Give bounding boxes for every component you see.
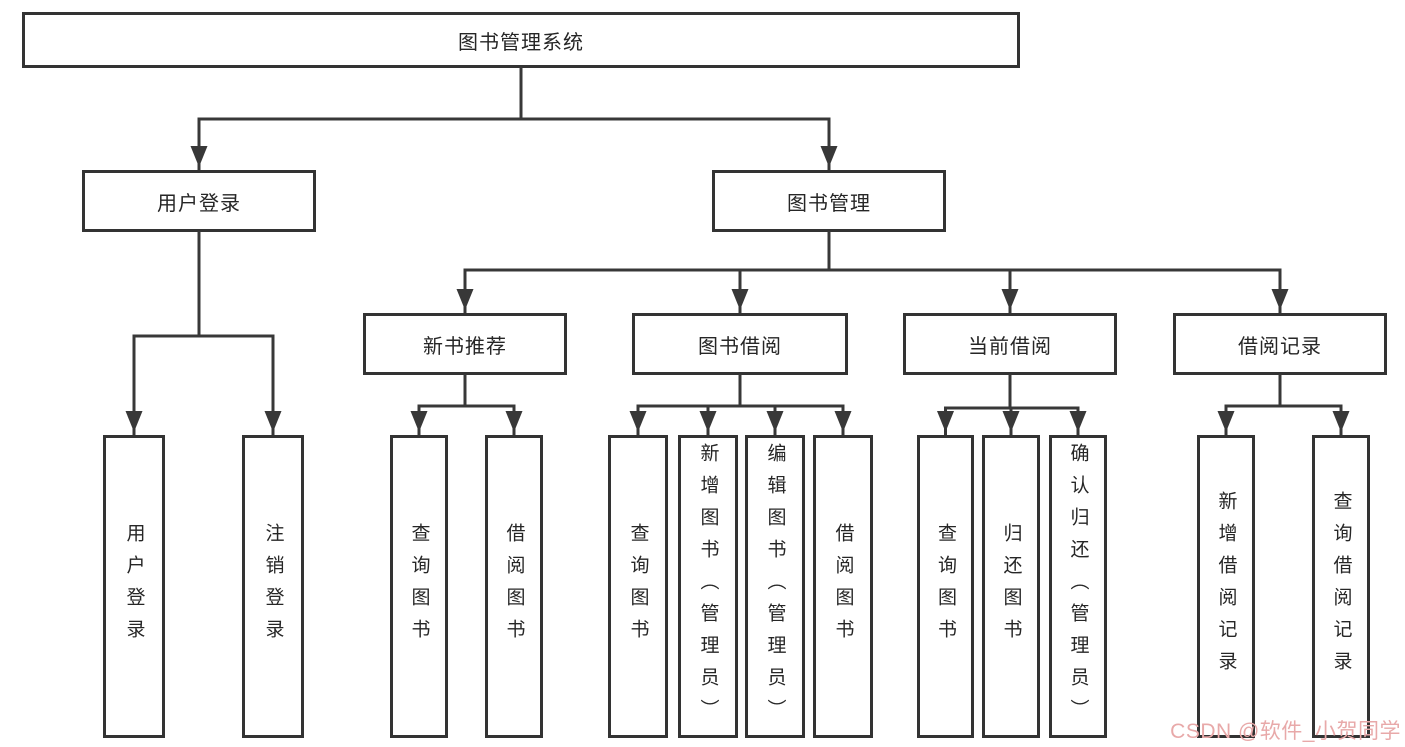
node-leaf-logout: 注销登录	[242, 435, 304, 738]
node-label-new-book-rec: 新书推荐	[423, 335, 507, 358]
node-user-login: 用户登录	[82, 170, 316, 232]
node-label-leaf-logout: 注销登录	[262, 522, 284, 651]
node-label-leaf-bb-borrow: 借阅图书	[832, 522, 854, 651]
node-book-borrow: 图书借阅	[632, 313, 848, 375]
node-label-leaf-user-login: 用户登录	[123, 522, 145, 651]
node-leaf-nb-borrow: 借阅图书	[485, 435, 543, 738]
node-label-book-mgmt: 图书管理	[787, 192, 871, 215]
node-label-leaf-br-add: 新增借阅记录	[1215, 490, 1237, 683]
node-current-borrow: 当前借阅	[903, 313, 1117, 375]
node-book-mgmt: 图书管理	[712, 170, 946, 232]
watermark: CSDN @软件_小贺同学	[1170, 720, 1401, 743]
node-root: 图书管理系统	[22, 12, 1020, 68]
node-label-leaf-cb-return: 归还图书	[1000, 522, 1022, 651]
node-label-leaf-br-query: 查询借阅记录	[1330, 490, 1352, 683]
node-label-root: 图书管理系统	[458, 31, 584, 54]
node-leaf-bb-query: 查询图书	[608, 435, 668, 738]
node-leaf-cb-return: 归还图书	[982, 435, 1040, 738]
node-label-current-borrow: 当前借阅	[968, 335, 1052, 358]
node-label-leaf-bb-query: 查询图书	[627, 522, 649, 651]
node-label-leaf-bb-edit: 编辑图书（管理员）	[764, 442, 786, 731]
node-leaf-nb-query: 查询图书	[390, 435, 448, 738]
node-label-book-borrow: 图书借阅	[698, 335, 782, 358]
node-label-leaf-cb-confirm: 确认归还（管理员）	[1067, 442, 1089, 731]
node-leaf-cb-query: 查询图书	[917, 435, 974, 738]
node-label-leaf-bb-add: 新增图书（管理员）	[697, 442, 719, 731]
node-leaf-br-add: 新增借阅记录	[1197, 435, 1255, 738]
node-leaf-br-query: 查询借阅记录	[1312, 435, 1370, 738]
node-leaf-bb-edit: 编辑图书（管理员）	[745, 435, 805, 738]
node-label-borrow-record: 借阅记录	[1238, 335, 1322, 358]
node-label-user-login: 用户登录	[157, 192, 241, 215]
node-label-leaf-nb-query: 查询图书	[408, 522, 430, 651]
node-leaf-user-login: 用户登录	[103, 435, 165, 738]
node-borrow-record: 借阅记录	[1173, 313, 1387, 375]
node-new-book-rec: 新书推荐	[363, 313, 567, 375]
node-label-leaf-nb-borrow: 借阅图书	[503, 522, 525, 651]
node-label-leaf-cb-query: 查询图书	[935, 522, 956, 651]
node-leaf-cb-confirm: 确认归还（管理员）	[1049, 435, 1107, 738]
node-leaf-bb-borrow: 借阅图书	[813, 435, 873, 738]
node-leaf-bb-add: 新增图书（管理员）	[678, 435, 738, 738]
